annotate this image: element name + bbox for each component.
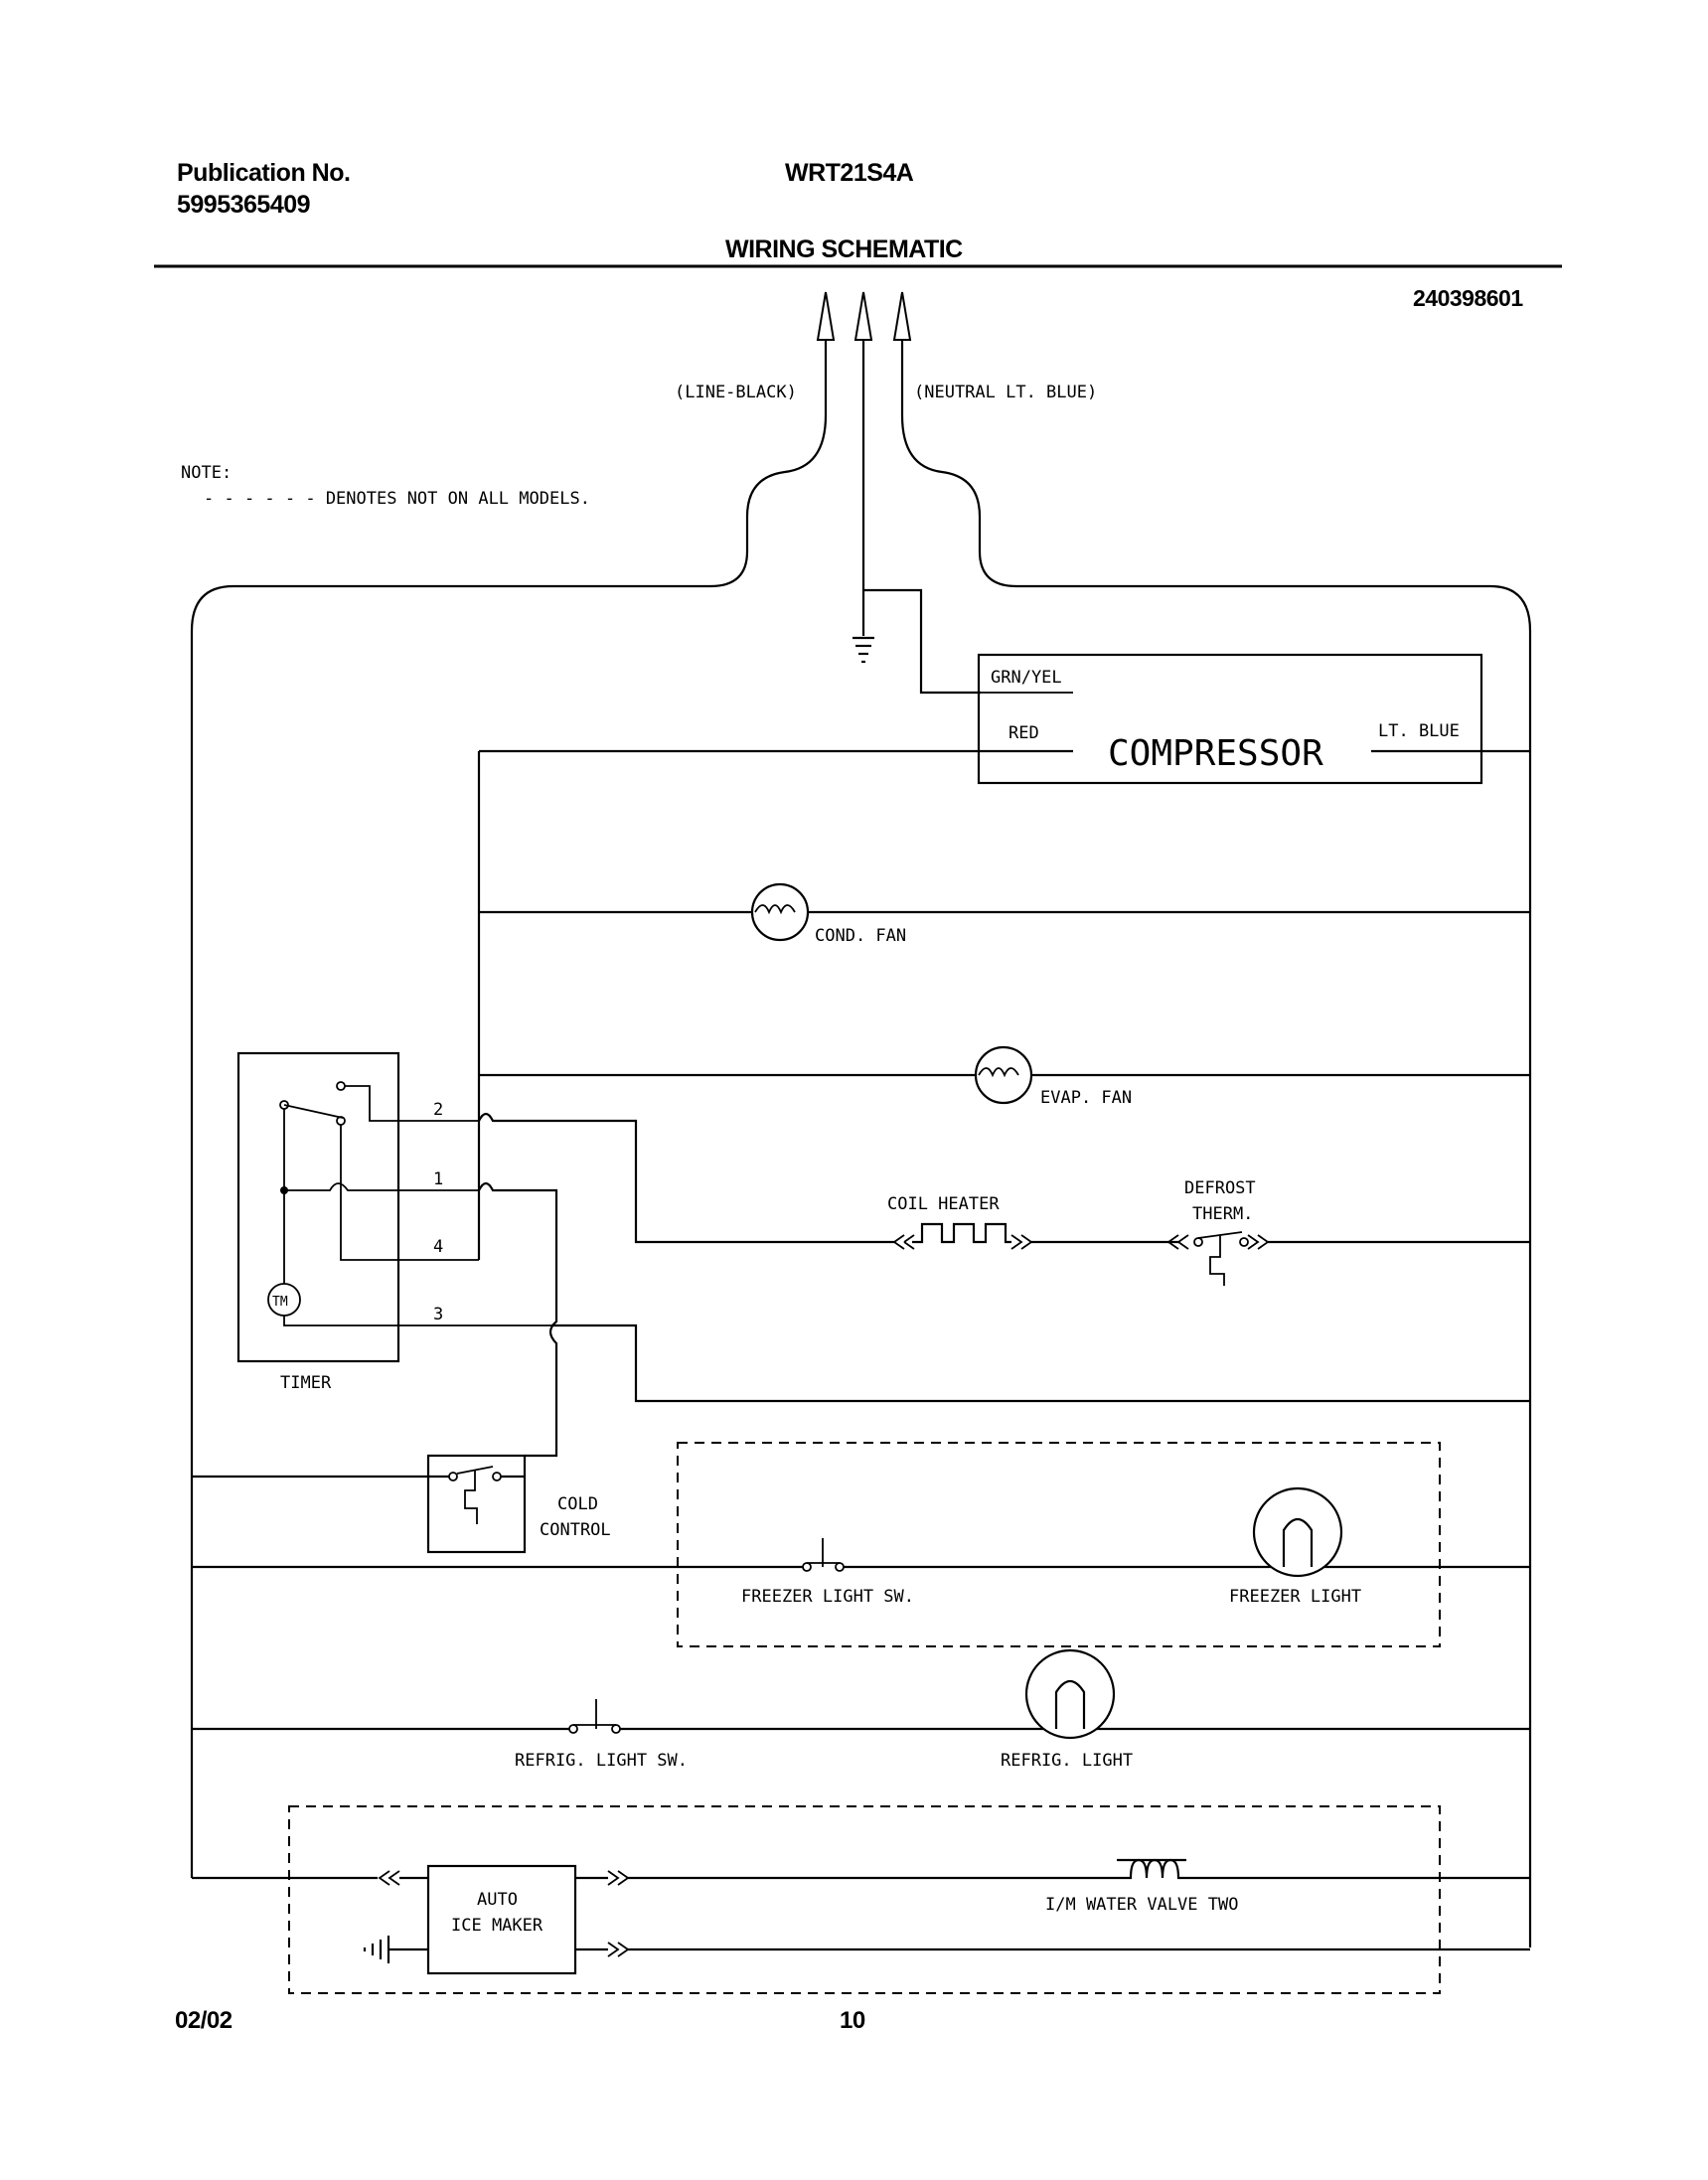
freezer-light-sw-label: FREEZER LIGHT SW. — [741, 1587, 914, 1607]
freezer-light-label: FREEZER LIGHT — [1229, 1587, 1361, 1607]
freezer-optional-box — [677, 1442, 1441, 1647]
note-text: - - - - - - DENOTES NOT ON ALL MODELS. — [204, 489, 590, 509]
cold-control-label-2: CONTROL — [540, 1520, 611, 1540]
defrost-therm-icon — [1166, 1231, 1270, 1286]
freezer-light-icon — [1252, 1486, 1343, 1578]
red-label: RED — [1009, 723, 1039, 743]
ice-maker-label: ICE MAKER — [451, 1916, 543, 1936]
page-title: WIRING SCHEMATIC — [725, 235, 963, 263]
neutral-label: (NEUTRAL LT. BLUE) — [914, 383, 1097, 402]
grn-yel-label: GRN/YEL — [991, 668, 1062, 688]
terminal-3-label: 3 — [433, 1305, 443, 1324]
refrig-light-label: REFRIG. LIGHT — [1001, 1751, 1133, 1771]
compressor-label: COMPRESSOR — [1108, 733, 1323, 774]
tm-label: TM — [272, 1295, 288, 1310]
refrig-light-sw-label: REFRIG. LIGHT SW. — [515, 1751, 688, 1771]
coil-heater-icon — [893, 1222, 1033, 1250]
timer-box — [236, 1051, 400, 1363]
compressor-box — [977, 653, 1483, 785]
defrost-label-2: THERM. — [1192, 1204, 1253, 1224]
cold-control-label-1: COLD — [557, 1494, 598, 1514]
ground-arrow — [854, 291, 873, 341]
evap-fan-label: EVAP. FAN — [1040, 1088, 1132, 1108]
neutral-arrow — [892, 291, 912, 341]
auto-ice-maker-box — [426, 1864, 577, 1975]
evap-fan-icon — [974, 1045, 1033, 1105]
publication-label: Publication No. — [177, 159, 351, 187]
ground-icon — [853, 588, 981, 695]
ice-maker-ground-icon — [363, 1936, 428, 1963]
terminal-2-label: 2 — [433, 1100, 443, 1120]
cold-control-switch — [192, 1466, 525, 1524]
freezer-light-switch-icon — [802, 1538, 845, 1572]
refrig-light-icon — [1024, 1648, 1116, 1740]
model-number: WRT21S4A — [785, 159, 914, 187]
ice-maker-optional-box — [288, 1805, 1441, 1994]
cold-control-box — [426, 1454, 527, 1554]
publication-number: 5995365409 — [177, 191, 311, 219]
cond-fan-label: COND. FAN — [815, 926, 906, 946]
defrost-label-1: DEFROST — [1184, 1178, 1256, 1198]
timer-label: TIMER — [280, 1373, 332, 1393]
water-valve-label: I/M WATER VALVE TWO — [1045, 1895, 1238, 1915]
timer-switch: TM — [267, 1081, 551, 1326]
coil-heater-label: COIL HEATER — [887, 1194, 1000, 1214]
lt-blue-label: LT. BLUE — [1378, 721, 1460, 741]
cond-fan-icon — [750, 882, 810, 942]
footer-date: 02/02 — [175, 2007, 233, 2034]
auto-label: AUTO — [477, 1890, 518, 1910]
refrig-light-switch-icon — [568, 1699, 621, 1734]
drawing-number: 240398601 — [1413, 285, 1523, 311]
power-cord — [190, 291, 1532, 1947]
terminal-4-label: 4 — [433, 1237, 443, 1257]
note-label: NOTE: — [181, 463, 232, 483]
water-valve-icon — [1117, 1858, 1186, 1880]
line-arrow — [816, 291, 836, 341]
terminal-1-label: 1 — [433, 1169, 443, 1189]
line-black-label: (LINE-BLACK) — [675, 383, 797, 402]
page-number: 10 — [840, 2007, 865, 2034]
